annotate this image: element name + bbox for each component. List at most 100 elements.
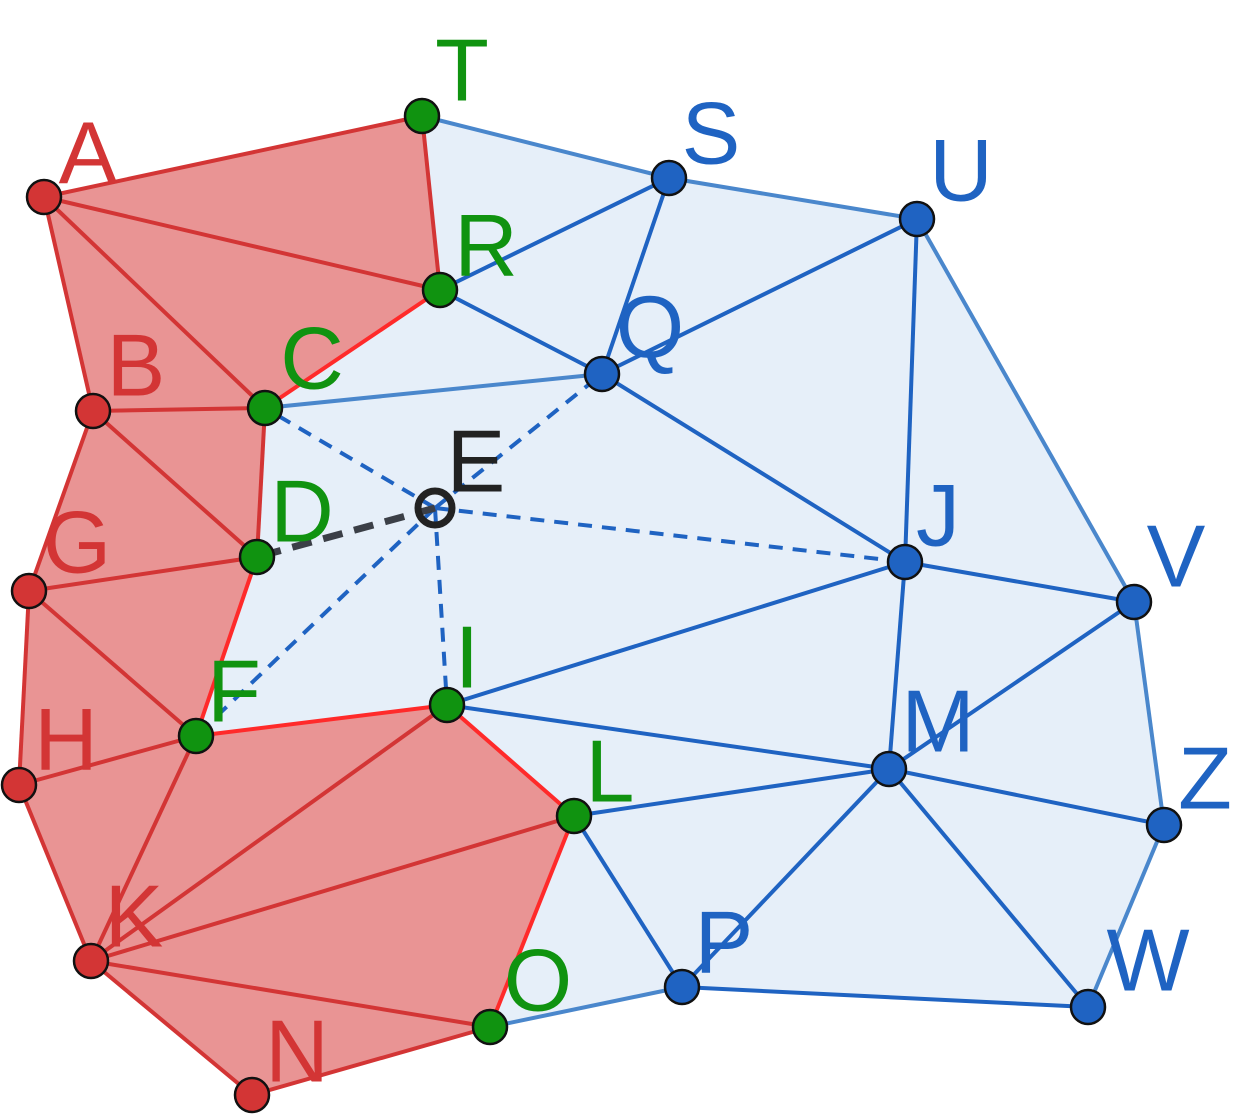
edge-m-z bbox=[888, 767, 1165, 827]
edge-q-j bbox=[600, 372, 907, 564]
edge-j-v bbox=[904, 560, 1135, 604]
edge-s-u bbox=[668, 176, 918, 221]
point-j bbox=[886, 543, 924, 581]
label-t: T bbox=[435, 20, 489, 119]
label-q: Q bbox=[616, 277, 684, 376]
point-k bbox=[72, 942, 110, 980]
edge-r-c bbox=[263, 288, 442, 410]
point-h bbox=[0, 766, 38, 804]
edge-k-l bbox=[90, 814, 575, 963]
edge-c-q bbox=[264, 372, 603, 410]
label-n: N bbox=[265, 1001, 329, 1100]
edges bbox=[17, 114, 1166, 1097]
label-r: R bbox=[454, 195, 518, 294]
point-b bbox=[74, 392, 112, 430]
edge-b-d bbox=[91, 409, 259, 559]
edge-l-p bbox=[572, 814, 684, 989]
edge-k-i bbox=[89, 703, 449, 963]
point-e bbox=[414, 487, 456, 529]
edge-d-g bbox=[28, 555, 258, 593]
label-g: G bbox=[43, 492, 111, 591]
edge-r-q bbox=[439, 288, 603, 376]
edge-l-o bbox=[488, 815, 576, 1028]
edge-v-z bbox=[1132, 601, 1166, 826]
edge-e-j bbox=[434, 506, 906, 564]
label-o: O bbox=[504, 930, 572, 1029]
label-v: V bbox=[1147, 506, 1206, 605]
point-o bbox=[471, 1008, 509, 1046]
regions bbox=[19, 116, 1164, 1095]
edge-f-i bbox=[195, 703, 448, 738]
edge-m-w bbox=[887, 767, 1090, 1009]
edge-c-d bbox=[255, 407, 267, 558]
point-g bbox=[10, 572, 48, 610]
label-j: J bbox=[916, 465, 960, 564]
edge-a-r bbox=[43, 195, 441, 292]
point-s bbox=[650, 159, 688, 197]
edge-m-p bbox=[680, 767, 891, 989]
edge-n-o bbox=[251, 1025, 491, 1097]
label-i: I bbox=[455, 607, 479, 706]
edge-h-k bbox=[17, 784, 93, 962]
label-d: D bbox=[270, 461, 334, 560]
label-k: K bbox=[105, 866, 164, 965]
label-u: U bbox=[929, 120, 993, 219]
edge-a-b bbox=[42, 196, 95, 412]
edge-k-o bbox=[90, 959, 491, 1029]
edge-b-g bbox=[27, 410, 95, 592]
edge-g-f bbox=[27, 589, 198, 738]
label-a: A bbox=[59, 103, 118, 202]
edge-a-t bbox=[43, 114, 423, 199]
point-i bbox=[428, 686, 466, 724]
edge-t-r bbox=[420, 115, 442, 291]
point-d bbox=[238, 538, 276, 576]
edge-k-n bbox=[89, 959, 254, 1097]
label-z: Z bbox=[1178, 728, 1232, 827]
edge-h-f bbox=[18, 734, 197, 787]
edge-e-f bbox=[194, 506, 437, 738]
edge-t-s bbox=[421, 114, 670, 180]
edge-q-u bbox=[601, 217, 918, 376]
blue-region bbox=[196, 116, 1164, 1027]
label-c: C bbox=[280, 308, 344, 407]
point-a bbox=[25, 178, 63, 216]
point-c bbox=[246, 389, 284, 427]
edge-j-m bbox=[887, 561, 907, 770]
edge-u-v bbox=[915, 218, 1136, 603]
red-region bbox=[19, 116, 574, 1095]
point-v bbox=[1115, 583, 1153, 621]
label-s: S bbox=[682, 83, 741, 182]
edge-m-v bbox=[887, 600, 1136, 771]
point-l bbox=[555, 797, 593, 835]
edge-e-c bbox=[263, 406, 437, 510]
edge-p-o bbox=[489, 985, 683, 1029]
point-f bbox=[177, 717, 215, 755]
edge-i-l bbox=[445, 703, 576, 818]
point-w bbox=[1069, 988, 1107, 1026]
point-q bbox=[583, 355, 621, 393]
label-h: H bbox=[34, 689, 98, 788]
edge-z-w bbox=[1086, 824, 1166, 1008]
point-r bbox=[421, 271, 459, 309]
edge-r-s bbox=[439, 176, 670, 292]
label-m: M bbox=[901, 671, 974, 770]
nodes bbox=[0, 97, 1183, 1114]
edge-u-j bbox=[903, 218, 919, 563]
edge-e-i bbox=[433, 507, 449, 706]
edge-a-c bbox=[42, 195, 267, 410]
edge-e-q bbox=[433, 372, 604, 510]
edge-w-p bbox=[681, 985, 1089, 1009]
label-w: W bbox=[1106, 910, 1189, 1009]
label-f: F bbox=[207, 641, 261, 740]
point-m bbox=[870, 750, 908, 788]
point-u bbox=[898, 200, 936, 238]
edge-b-c bbox=[92, 406, 266, 413]
edge-f-k bbox=[89, 735, 198, 962]
edge-s-q bbox=[600, 177, 671, 375]
edge-d-f bbox=[194, 556, 259, 737]
point-n bbox=[233, 1076, 271, 1114]
edge-j-i bbox=[446, 560, 906, 707]
edge-m-l bbox=[573, 767, 890, 818]
